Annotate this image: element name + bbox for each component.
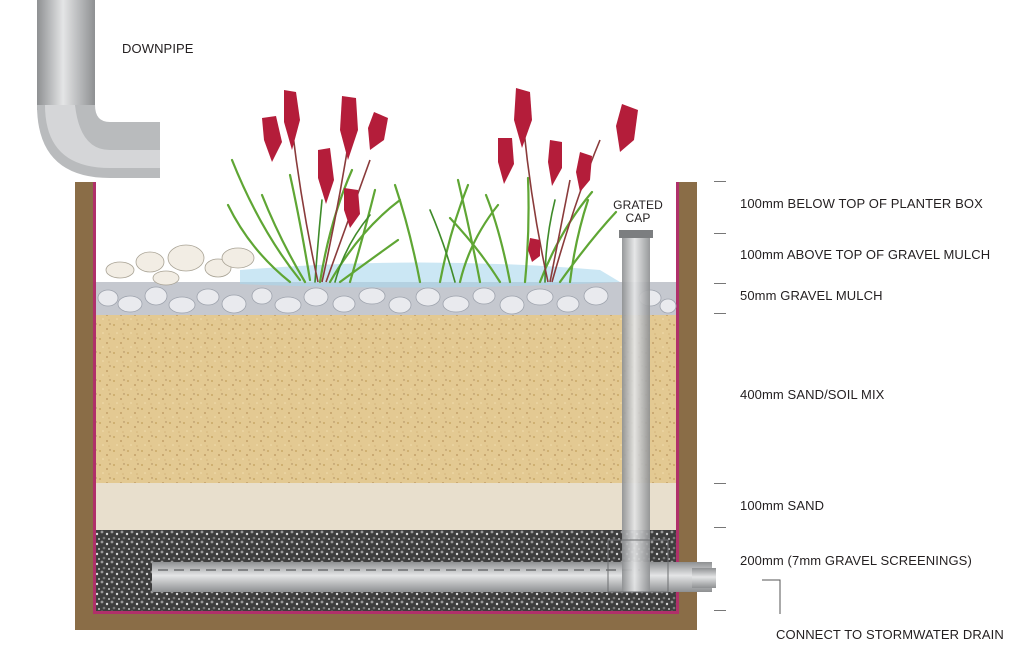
dimension-tick <box>714 181 726 182</box>
connect-drain-label: CONNECT TO STORMWATER DRAIN <box>776 627 1004 642</box>
dimension-tick <box>714 610 726 611</box>
grated-cap-label-line2: CAP <box>625 211 651 225</box>
screenings-label: 200mm (7mm GRAVEL SCREENINGS) <box>740 553 972 568</box>
dimension-tick <box>714 313 726 314</box>
above-gravel-label: 100mm ABOVE TOP OF GRAVEL MULCH <box>740 247 991 262</box>
plants <box>226 88 638 284</box>
sand-soil-label: 400mm SAND/SOIL MIX <box>740 387 885 402</box>
sand-label: 100mm SAND <box>740 498 825 513</box>
dimension-tick <box>714 527 726 528</box>
downpipe <box>37 0 160 178</box>
grated-cap-label: GRATED CAP <box>611 199 665 225</box>
riser-pipe <box>607 236 669 593</box>
downpipe-label: DOWNPIPE <box>122 41 194 56</box>
sand-layer <box>96 483 676 530</box>
drain-leader-line <box>762 579 781 614</box>
grated-cap-label-line1: GRATED <box>613 198 663 212</box>
sand-soil-mix-layer <box>96 315 676 483</box>
grated-cap <box>619 230 653 238</box>
gravel-mulch-label: 50mm GRAVEL MULCH <box>740 288 883 303</box>
dimension-tick <box>714 283 726 284</box>
below-top-label: 100mm BELOW TOP OF PLANTER BOX <box>740 196 983 211</box>
underdrain-pipe <box>152 562 716 592</box>
dimension-tick <box>714 233 726 234</box>
dimension-tick <box>714 483 726 484</box>
